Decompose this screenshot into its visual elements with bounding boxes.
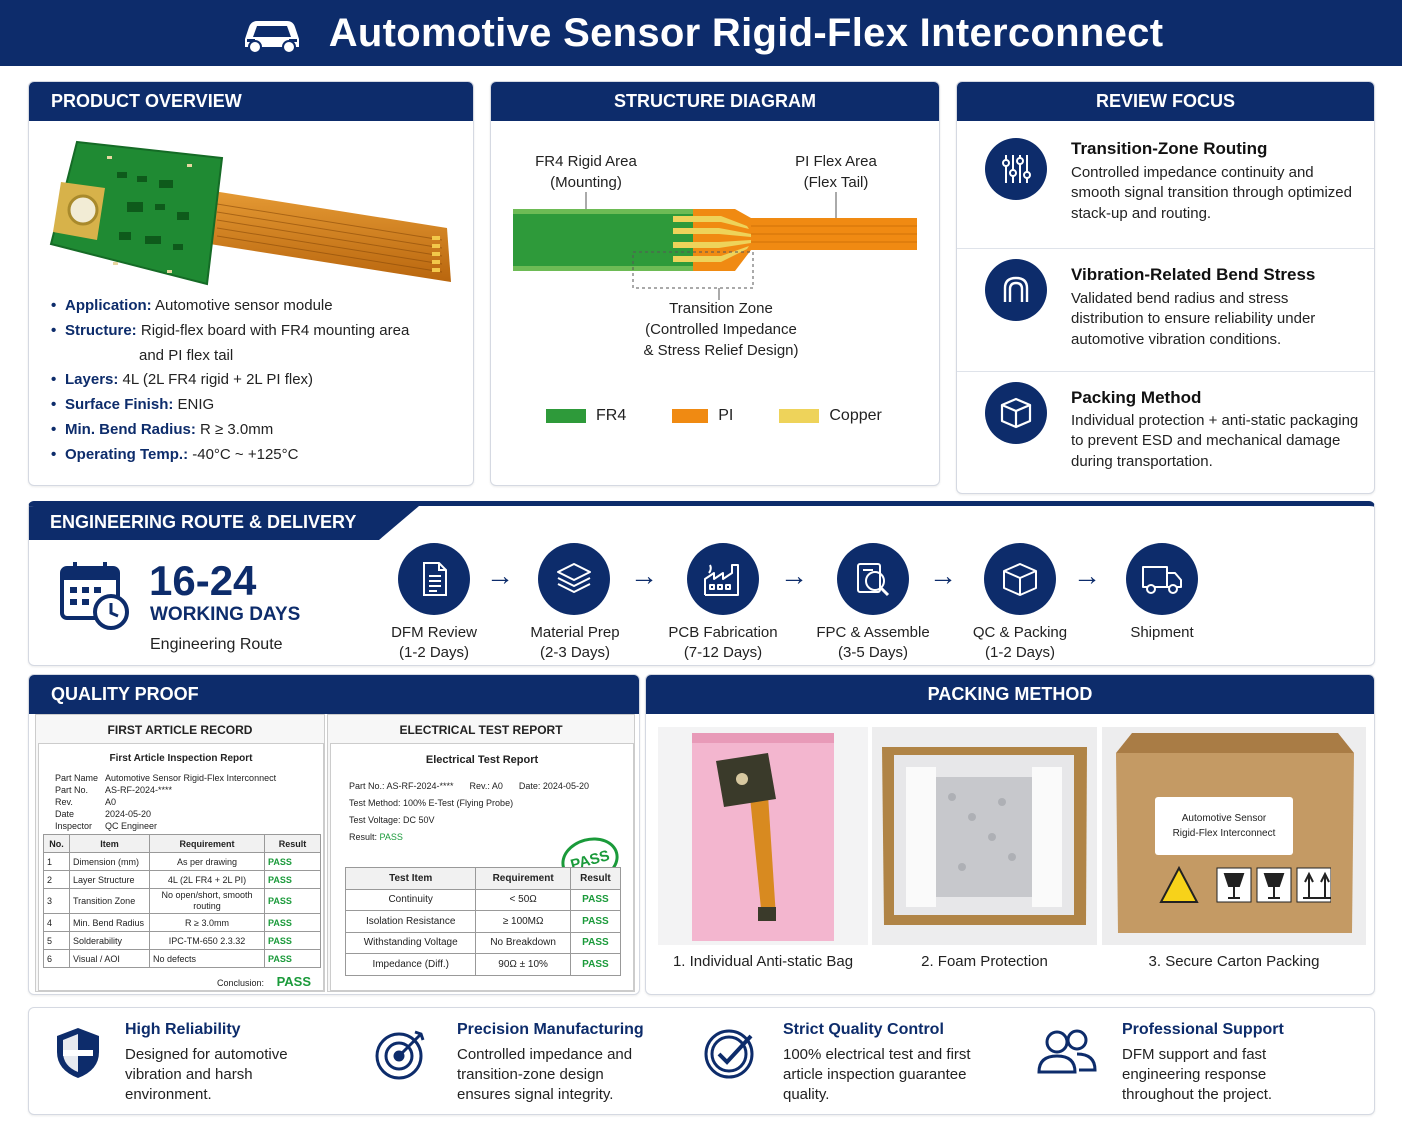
engineering-route-panel: ENGINEERING ROUTE & DELIVERY 16-24 WORKI… (28, 501, 1375, 666)
step-shipment (1126, 543, 1198, 615)
step-pcb-fabrication (687, 543, 759, 615)
route-days: 16-24 (149, 557, 257, 604)
box-icon (985, 382, 1047, 444)
route-heading-tab (29, 506, 419, 540)
box-icon (1003, 563, 1037, 596)
transition-zone-label: Transition Zone (Controlled Impedance & … (643, 300, 799, 359)
legend-item-copper: Copper (779, 407, 882, 425)
first-article-record: FIRST ARTICLE RECORD First Article Inspe… (35, 714, 325, 992)
review-focus-heading: REVIEW FOCUS (957, 82, 1374, 121)
overview-item: Operating Temp.: -40°C ~ +125°C (51, 443, 461, 468)
calendar-icon (60, 562, 129, 630)
review-item: Transition-Zone Routing Controlled imped… (957, 121, 1374, 249)
routing-icon (985, 138, 1047, 200)
shield-icon (57, 1028, 99, 1078)
step-label: QC & Packing(1-2 Days) (972, 624, 1068, 661)
pcb-product-image (49, 140, 451, 286)
packing-method-heading: PACKING METHOD (646, 675, 1374, 714)
target-icon (375, 1030, 425, 1080)
document-icon (423, 562, 447, 596)
product-overview-heading: PRODUCT OVERVIEW (29, 82, 473, 121)
step-fpc-assemble (837, 543, 909, 615)
foam-protection-photo (872, 727, 1097, 945)
electrical-test-report: ELECTRICAL TEST REPORT Electrical Test R… (327, 714, 635, 992)
arrow-icon: → (486, 560, 514, 591)
esd-warning-icon (1159, 866, 1199, 903)
antistatic-bag-photo (658, 727, 868, 945)
fr4-area-label: FR4 Rigid Area(Mounting) (535, 153, 637, 191)
page-title: Automotive Sensor Rigid-Flex Interconnec… (328, 10, 1164, 55)
review-focus-panel: REVIEW FOCUS Transition-Zone Routing Con… (956, 81, 1375, 494)
table-row: Impedance (Diff.)90Ω ± 10%PASS (344, 953, 622, 976)
route-days-unit: WORKING DAYS (150, 604, 301, 625)
overview-item: Structure: Rigid-flex board with FR4 mou… (51, 319, 461, 369)
step-qc-packing (984, 543, 1056, 615)
overview-item: Layers: 4L (2L FR4 rigid + 2L PI flex) (51, 368, 461, 393)
legend-item-fr4: FR4 (546, 407, 626, 425)
page-header: Automotive Sensor Rigid-Flex Interconnec… (0, 0, 1402, 66)
layers-icon (557, 563, 591, 593)
car-icon (244, 21, 299, 53)
packing-caption: 1. Individual Anti-static Bag (672, 953, 854, 970)
arrow-icon: → (1073, 560, 1101, 591)
truck-icon (1142, 566, 1182, 594)
etr-title: Electrical Test Report (425, 754, 539, 766)
features-footer: High Reliability Designed for automotive… (28, 1007, 1375, 1115)
step-label: FPC & Assemble(3-5 Days) (816, 624, 930, 661)
structure-diagram-heading: STRUCTURE DIAGRAM (491, 82, 939, 121)
far-title: First Article Inspection Report (109, 753, 253, 764)
step-label: Material Prep(2-3 Days) (530, 624, 620, 661)
review-item: Vibration-Related Bend Stress Validated … (957, 249, 1374, 372)
far-conclusion: Conclusion: PASS (217, 974, 311, 989)
review-item: Packing Method Individual protection + a… (957, 372, 1374, 493)
step-label: DFM Review(1-2 Days) (391, 624, 477, 661)
step-dfm-review (398, 543, 470, 615)
overview-item: Application: Automotive sensor module (51, 294, 461, 319)
legend-item-pi: PI (672, 407, 733, 425)
factory-icon (704, 564, 739, 596)
route-heading: ENGINEERING ROUTE & DELIVERY (50, 512, 357, 532)
step-label: PCB Fabrication(7-12 Days) (668, 624, 778, 661)
structure-diagram-panel: STRUCTURE DIAGRAM FR4 Rigid Area(Mountin… (490, 81, 940, 486)
product-overview-panel: PRODUCT OVERVIEW (28, 81, 474, 486)
overview-item: Min. Bend Radius: R ≥ 3.0mm (51, 418, 461, 443)
step-label: Shipment (1130, 624, 1194, 641)
check-icon (704, 1029, 754, 1079)
magnifier-icon (857, 563, 890, 597)
handling-marks (1159, 866, 1331, 903)
arrow-icon: → (780, 560, 808, 591)
packing-caption: 3. Secure Carton Packing (1148, 953, 1320, 970)
route-sub: Engineering Route (150, 636, 283, 653)
bend-icon (985, 259, 1047, 321)
structure-legend: FR4 PI Copper (546, 407, 882, 425)
packing-caption: 2. Foam Protection (921, 953, 1048, 970)
users-icon (1037, 1029, 1097, 1074)
stackup-diagram (513, 192, 917, 300)
quality-proof-panel: QUALITY PROOF FIRST ARTICLE RECORD First… (28, 674, 640, 995)
arrow-icon: → (929, 560, 957, 591)
overview-item: Surface Finish: ENIG (51, 393, 461, 418)
step-material-prep (538, 543, 610, 615)
quality-proof-heading: QUALITY PROOF (29, 675, 639, 714)
overview-list: Application: Automotive sensor module St… (51, 294, 461, 468)
packing-method-panel: PACKING METHOD 1. Individual Anti-static… (645, 674, 1375, 995)
arrow-icon: → (630, 560, 658, 591)
pi-area-label: PI Flex Area(Flex Tail) (795, 153, 877, 191)
